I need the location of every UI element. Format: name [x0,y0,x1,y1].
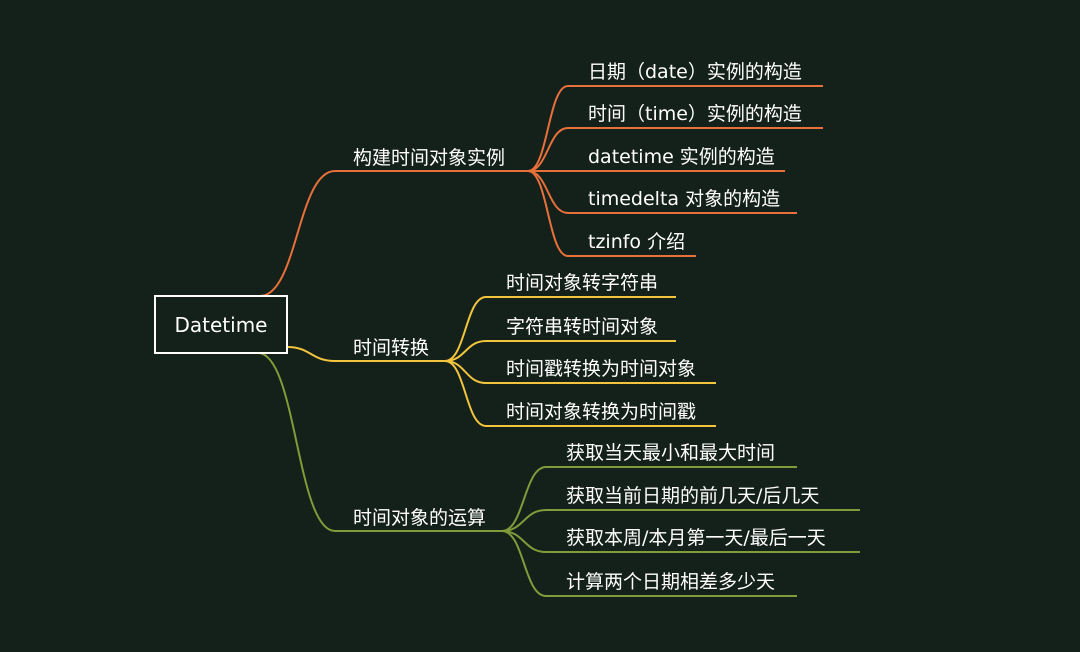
leaf-label[interactable]: 获取本周/本月第一天/最后一天 [566,527,826,549]
leaf-connector [501,530,547,597]
root-node-label: Datetime [175,313,268,337]
leaf-connector [501,509,547,532]
leaf-connector [444,296,487,362]
node-layer: Datetime 构建时间对象实例 日期（date）实例的构造时间（time）实例… [154,61,826,593]
leaf-label[interactable]: 获取当前日期的前几天/后几天 [566,485,819,507]
leaf-label[interactable]: datetime 实例的构造 [588,146,775,168]
connector-lines [257,85,860,597]
leaf-connector [527,170,569,214]
leaf-connector [527,85,569,172]
branch-label[interactable]: 时间对象的运算 [353,507,486,529]
leaf-label[interactable]: 时间对象转字符串 [506,272,658,294]
branch-connector [259,170,336,297]
leaf-connector [527,170,569,257]
leaf-label[interactable]: timedelta 对象的构造 [588,188,780,210]
leaf-label[interactable]: 时间（time）实例的构造 [588,103,802,125]
leaf-label[interactable]: 字符串转时间对象 [506,316,658,338]
branch-label[interactable]: 时间转换 [353,337,429,359]
leaf-label[interactable]: 获取当天最小和最大时间 [566,442,775,464]
leaf-label[interactable]: 时间戳转换为时间对象 [506,358,696,380]
root-node-box[interactable] [154,295,288,354]
leaf-label[interactable]: 计算两个日期相差多少天 [566,571,775,593]
leaf-label[interactable]: tzinfo 介绍 [588,231,685,253]
leaf-label[interactable]: 时间对象转换为时间戳 [506,401,696,423]
leaf-label[interactable]: 日期（date）实例的构造 [588,61,802,83]
leaf-connector [501,466,547,532]
leaf-connector [444,360,487,427]
branch-label[interactable]: 构建时间对象实例 [353,147,505,169]
branch-connector [286,346,336,362]
leaf-connector [527,127,569,172]
branch-connector [257,352,336,532]
